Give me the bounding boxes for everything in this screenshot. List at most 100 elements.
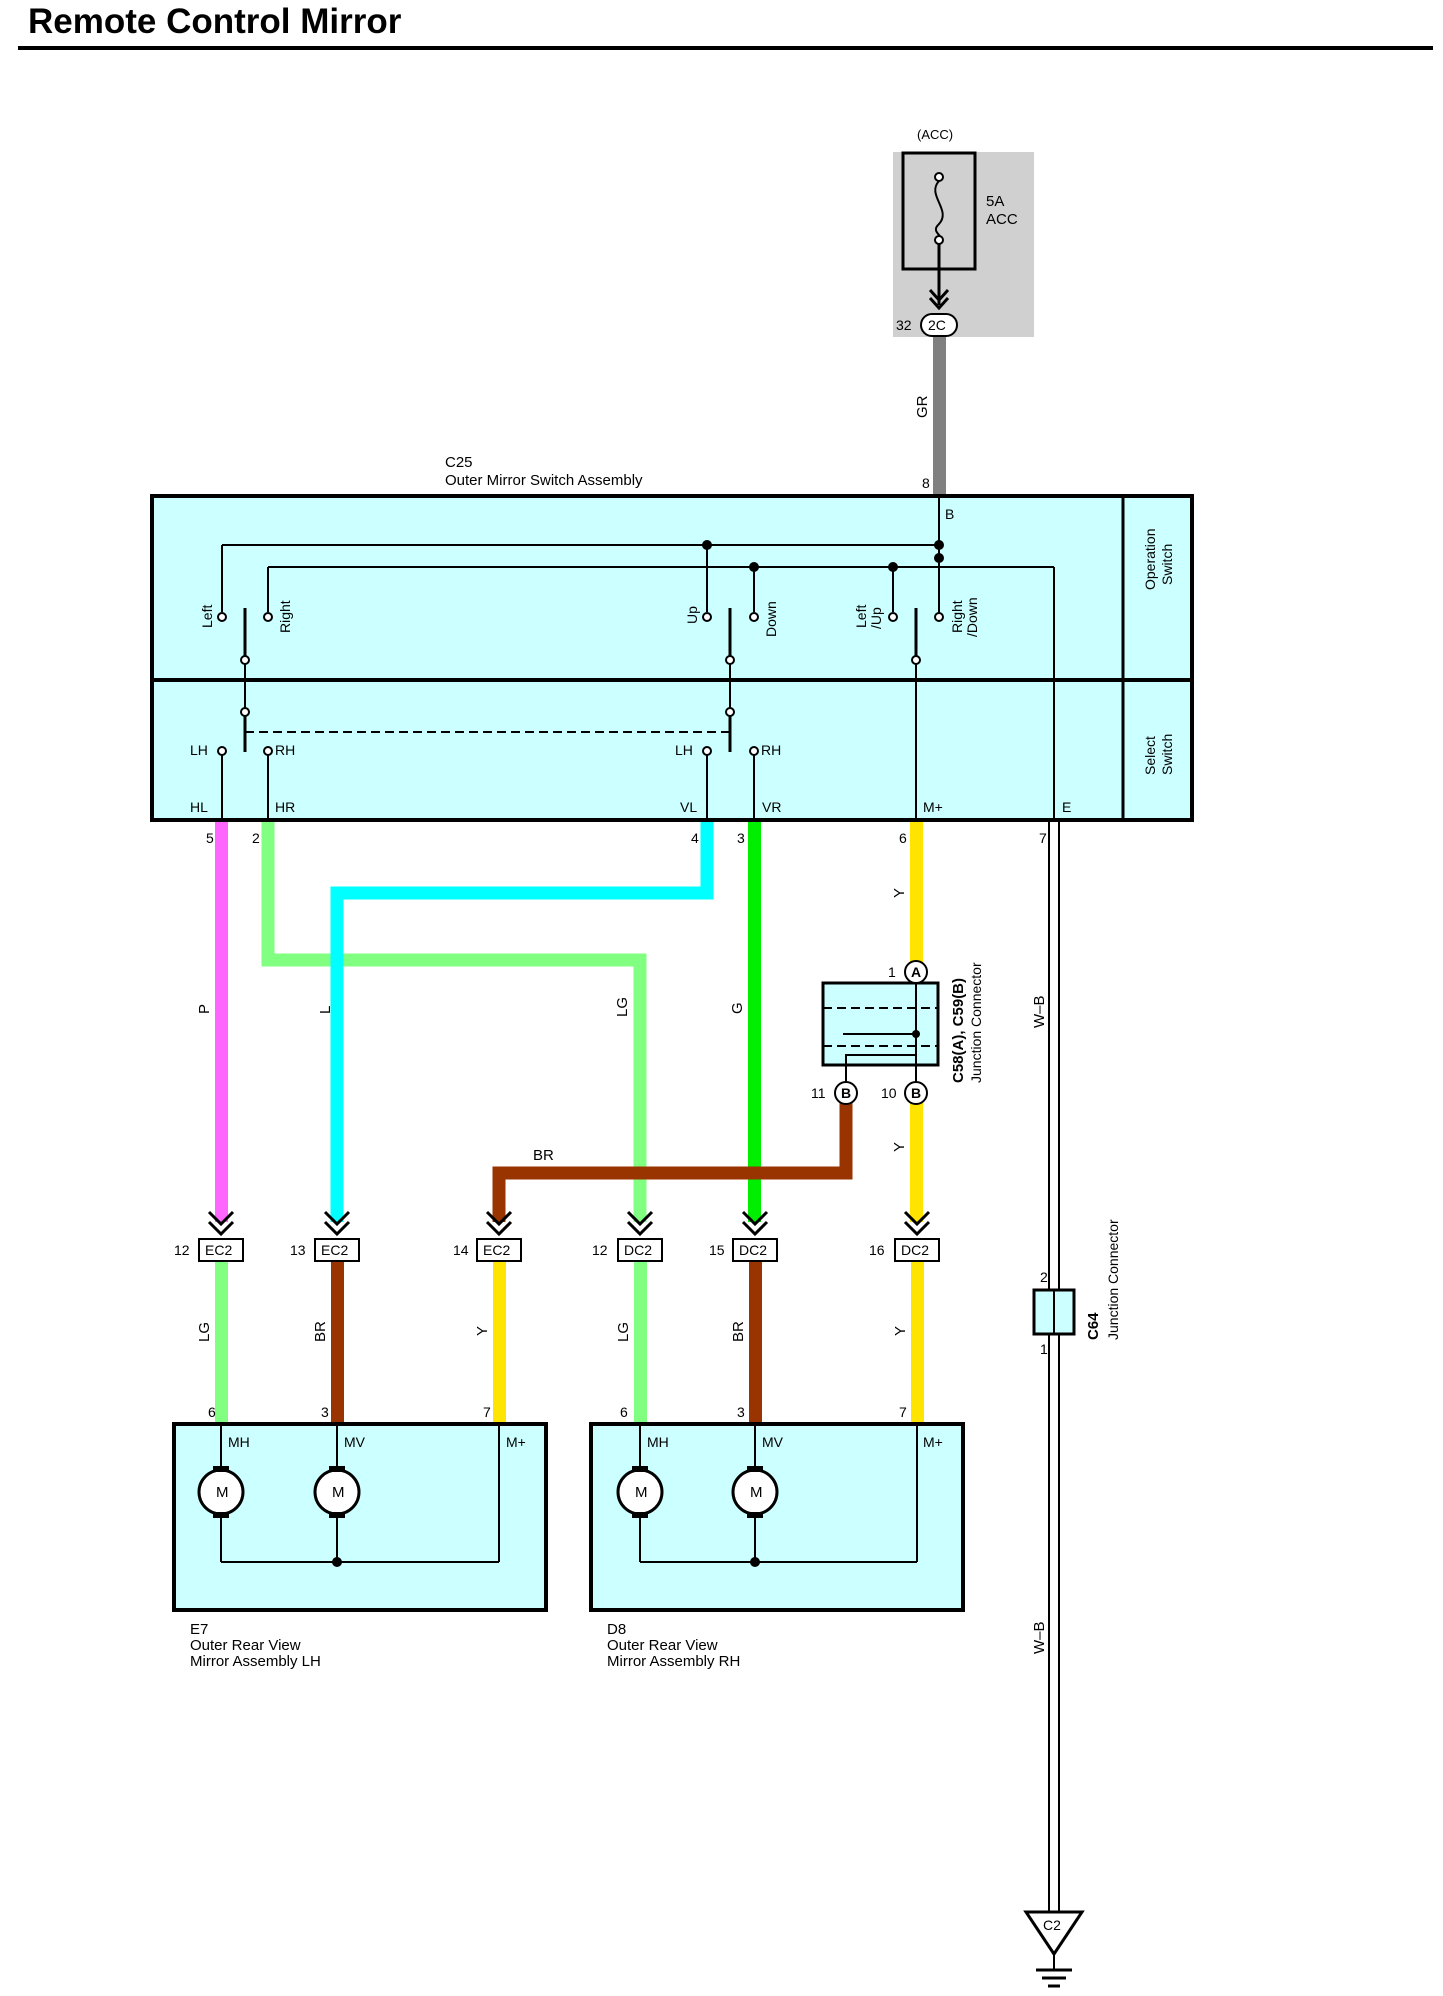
wire-label-br-rh: BR bbox=[730, 1321, 747, 1342]
mirror-rh-pin-6: 6 bbox=[620, 1404, 628, 1420]
connector-name-3: EC2 bbox=[483, 1242, 510, 1258]
wire-label-y-lh: Y bbox=[474, 1326, 491, 1336]
connector-chevron-icon bbox=[626, 1210, 654, 1237]
junction-c64-pin-bottom: 1 bbox=[1040, 1341, 1048, 1357]
wire-label-lg-rh: LG bbox=[615, 1322, 632, 1342]
mirror-rh-box bbox=[589, 1422, 965, 1612]
inline-connectors: EC2 12 EC2 13 EC2 14 DC2 12 DC2 15 DC2 1… bbox=[174, 1210, 940, 1262]
connector-pin-6: 16 bbox=[869, 1242, 885, 1258]
wire-label-gr: GR bbox=[914, 395, 931, 418]
ground-name: C2 bbox=[1043, 1917, 1061, 1933]
pin-5: 5 bbox=[206, 830, 214, 846]
wires bbox=[215, 822, 1060, 1912]
fuse-connector-oval bbox=[920, 313, 958, 337]
mirror-lh-mv: MV bbox=[344, 1434, 366, 1450]
junction-c58-desc: Junction Connector bbox=[968, 962, 984, 1083]
mirror-rh-pin-7: 7 bbox=[899, 1404, 907, 1420]
fuse-block: (ACC) 5A ACC 2C 32 bbox=[893, 127, 1034, 337]
label-rh-2: RH bbox=[761, 742, 781, 758]
switch-code: C25 bbox=[445, 454, 473, 471]
label-left-up-2: /Up bbox=[868, 607, 884, 629]
wire-y-top bbox=[910, 822, 923, 965]
page-title: Remote Control Mirror bbox=[28, 2, 402, 41]
connector-chevron-icon bbox=[323, 1210, 351, 1237]
connector-name-6: DC2 bbox=[901, 1242, 929, 1258]
mirror-assembly-rh: 6 3 7 MH MV M+ M M D8 Outer Rear View Mi… bbox=[589, 1404, 965, 1670]
fuse-terminal-bottom bbox=[934, 235, 944, 245]
wire-y-rh bbox=[911, 1262, 924, 1424]
mirror-assembly-lh: 6 3 7 MH MV M+ M M E7 Outer Rear View Mi… bbox=[172, 1404, 548, 1670]
fuse-shade bbox=[893, 152, 1034, 337]
connector-chevron-icon bbox=[903, 1210, 931, 1237]
wire-br-top bbox=[492, 1100, 853, 1222]
connector-chevron-icon bbox=[485, 1210, 513, 1237]
junction-c58-c59: A 1 B 11 B 10 C58(A), C59(B) Junction Co… bbox=[811, 960, 984, 1105]
wire-label-lg-top: LG bbox=[614, 997, 631, 1017]
wire-y-lh bbox=[493, 1262, 506, 1424]
mirror-rh-name-1: Outer Rear View bbox=[607, 1637, 718, 1654]
fuse-rating: 5A bbox=[986, 193, 1004, 210]
wire-br-lh bbox=[331, 1262, 344, 1424]
junction-c64-desc: Junction Connector bbox=[1105, 1219, 1121, 1340]
terminal-b-label: B bbox=[945, 506, 954, 522]
fuse-connector-chevron-icon bbox=[928, 288, 950, 311]
junction-pin-b2: 10 bbox=[881, 1085, 897, 1101]
wire-label-lg-lh: LG bbox=[196, 1322, 213, 1342]
mirror-lh-motor-v: M bbox=[332, 1484, 345, 1501]
fuse-name: ACC bbox=[986, 211, 1018, 228]
pin-7: 7 bbox=[1039, 830, 1047, 846]
mirror-lh-box bbox=[172, 1422, 548, 1612]
fuse-pin: 32 bbox=[896, 317, 912, 333]
wire-l bbox=[330, 822, 714, 1222]
connector-chevron-icon bbox=[207, 1210, 235, 1237]
junction-c64-pin-top: 2 bbox=[1040, 1269, 1048, 1285]
pin-3: 3 bbox=[737, 830, 745, 846]
operation-switch-box bbox=[150, 494, 1194, 682]
label-left: Left bbox=[199, 605, 215, 628]
wire-y-mid bbox=[910, 1100, 923, 1222]
terminal-hl: HL bbox=[190, 799, 208, 815]
connector-chevron-icon bbox=[741, 1210, 769, 1237]
mirror-rh-pin-3: 3 bbox=[737, 1404, 745, 1420]
wire-lg-rh bbox=[634, 1262, 647, 1424]
mirror-lh-m-plus: M+ bbox=[506, 1434, 526, 1450]
wire-p bbox=[215, 822, 228, 1222]
wire-br-rh bbox=[749, 1262, 762, 1424]
operation-label-2: Switch bbox=[1159, 544, 1175, 585]
pin-8: 8 bbox=[922, 475, 930, 491]
label-down: Down bbox=[763, 601, 779, 637]
wire-label-br-lh: BR bbox=[312, 1321, 329, 1342]
select-switch-box bbox=[150, 678, 1194, 822]
label-left-up-1: Left bbox=[853, 605, 869, 628]
label-right-down-1: Right bbox=[949, 600, 965, 633]
connector-pin-5: 15 bbox=[709, 1242, 725, 1258]
terminal-m-plus: M+ bbox=[923, 799, 943, 815]
wire-lg-top bbox=[261, 822, 647, 1222]
connector-name-2: EC2 bbox=[321, 1242, 348, 1258]
mirror-lh-motor-h: M bbox=[216, 1484, 229, 1501]
connector-pin-1: 12 bbox=[174, 1242, 190, 1258]
pin-2: 2 bbox=[252, 830, 260, 846]
terminal-vl: VL bbox=[680, 799, 697, 815]
wire-gr bbox=[933, 337, 946, 497]
mirror-lh-name-1: Outer Rear View bbox=[190, 1637, 301, 1654]
mirror-wires bbox=[215, 1262, 924, 1424]
mirror-lh-mh: MH bbox=[228, 1434, 250, 1450]
mirror-rh-m-plus: M+ bbox=[923, 1434, 943, 1450]
connector-pin-3: 14 bbox=[453, 1242, 469, 1258]
junction-c58-body bbox=[821, 981, 940, 1067]
switch-name: Outer Mirror Switch Assembly bbox=[445, 472, 643, 489]
mirror-lh-pin-7: 7 bbox=[483, 1404, 491, 1420]
mirror-lh-code: E7 bbox=[190, 1621, 208, 1638]
fuse-connector: 2C bbox=[928, 317, 946, 333]
mirror-rh-motor-v: M bbox=[750, 1484, 763, 1501]
wire-label-y-rh: Y bbox=[892, 1326, 909, 1336]
junction-pin-a: 1 bbox=[888, 964, 896, 980]
connector-name-5: DC2 bbox=[739, 1242, 767, 1258]
junction-c64: 2 1 C64 Junction Connector bbox=[1032, 1219, 1121, 1357]
mirror-lh-name-2: Mirror Assembly LH bbox=[190, 1653, 321, 1670]
junction-pin-b2-letter: B bbox=[911, 1085, 921, 1101]
junction-c64-name: C64 bbox=[1085, 1312, 1102, 1340]
fuse-header: (ACC) bbox=[917, 127, 953, 142]
junction-c58-name: C58(A), C59(B) bbox=[950, 978, 967, 1083]
